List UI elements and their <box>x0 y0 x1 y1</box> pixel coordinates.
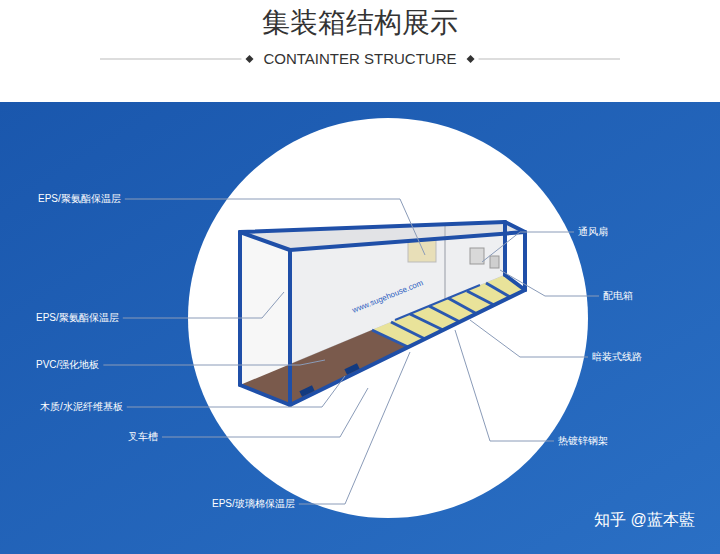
part-label: 暗装式线路 <box>592 351 642 363</box>
subtitle: CONTAINTER STRUCTURE <box>263 50 456 68</box>
joist <box>486 283 510 297</box>
leader-line <box>162 388 368 437</box>
joist <box>372 330 408 347</box>
part-label: 热镀锌钢架 <box>558 435 608 447</box>
frame-beam <box>290 290 525 405</box>
part-label: PVC/强化地板 <box>36 359 99 371</box>
part-label: 木质/水泥纤维基板 <box>40 401 123 413</box>
leader-line <box>500 270 599 296</box>
steel-frame <box>240 222 525 405</box>
diamond-mark <box>245 55 253 63</box>
diamond-mark <box>467 55 475 63</box>
leader-line <box>123 292 284 318</box>
frame-beam <box>290 232 525 250</box>
leader-line <box>127 376 345 407</box>
leader-line <box>482 232 574 262</box>
power-box <box>490 256 499 268</box>
frame-post <box>238 232 242 385</box>
floor <box>240 330 408 405</box>
part-label: EPS/聚氨酯保温层 <box>36 312 119 324</box>
frame-beam <box>240 385 290 405</box>
joist <box>467 291 494 305</box>
frame-post <box>288 250 292 405</box>
part-label: EPS/玻璃棉保温层 <box>212 498 295 510</box>
part-label: 配电箱 <box>603 290 633 302</box>
part-label: 叉车槽 <box>128 431 158 443</box>
joist <box>448 298 477 314</box>
part-label: EPS/聚氨酯保温层 <box>38 193 121 205</box>
joist <box>429 306 460 322</box>
title-text: 集装箱结构展示 <box>262 6 458 40</box>
leader-line <box>299 352 410 504</box>
insulation-bed <box>372 275 525 347</box>
website-mark: www.sugehouse.com <box>351 278 425 315</box>
leader-line <box>455 330 554 441</box>
frame-post <box>523 232 527 290</box>
watermark: 知乎 @蓝本藍 <box>594 510 695 529</box>
rule-line <box>100 59 241 60</box>
forklift-pocket <box>344 363 359 375</box>
leader-line <box>103 360 325 365</box>
window <box>408 240 436 262</box>
frame-beam <box>240 222 505 232</box>
leader-line <box>470 320 588 357</box>
leader-line <box>125 199 425 255</box>
joist <box>410 314 443 330</box>
part-label: 通风扇 <box>578 226 608 238</box>
frame-beam <box>240 232 290 250</box>
joist <box>391 322 425 339</box>
roof <box>240 222 525 250</box>
forklift-pocket <box>299 385 314 397</box>
blue-ground <box>0 102 720 554</box>
rule-line <box>479 59 620 60</box>
header-band <box>0 0 720 102</box>
frame-beam <box>505 222 525 232</box>
frame-post <box>503 222 507 275</box>
